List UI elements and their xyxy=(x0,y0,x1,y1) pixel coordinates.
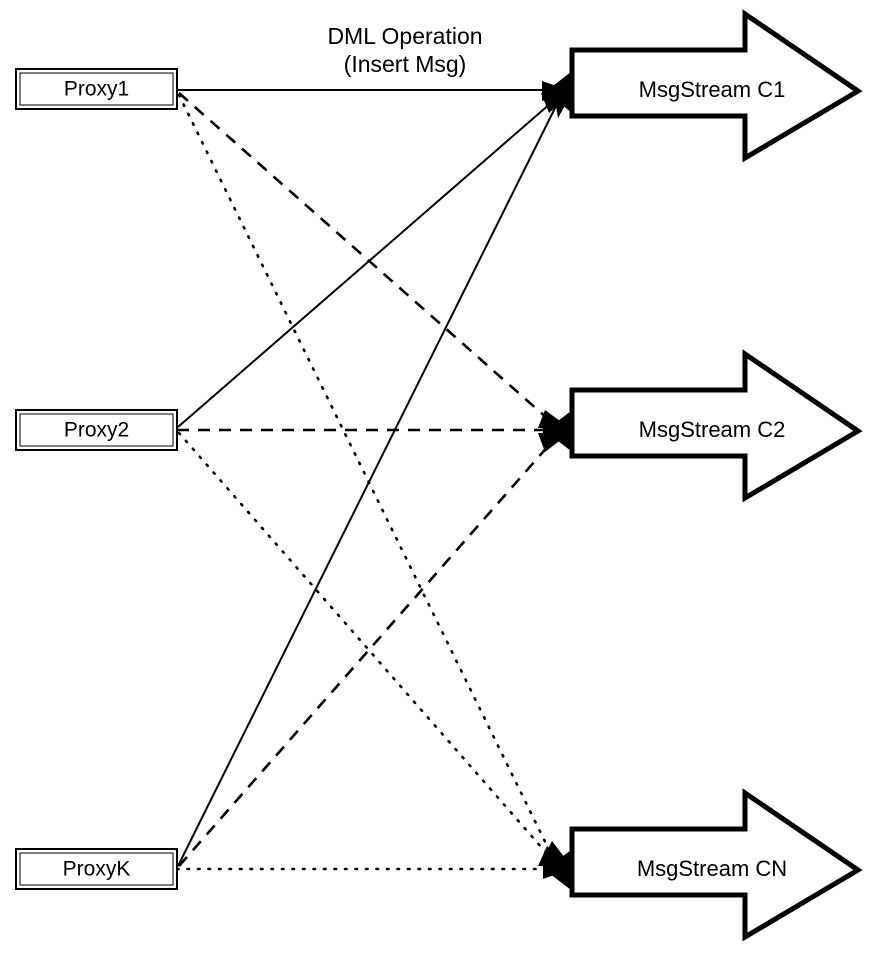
stream-c1-block-arrow-shape xyxy=(569,9,863,163)
msgstream-node-cn[interactable]: MsgStream CN xyxy=(569,788,863,942)
arrowheads-stream-c2 xyxy=(538,410,571,452)
msgstream-node-c2[interactable]: MsgStream C2 xyxy=(569,349,863,503)
proxy2-label: Proxy2 xyxy=(64,419,129,442)
edge-group-proxy2 xyxy=(177,95,560,866)
proxy1-label: Proxy1 xyxy=(64,78,129,101)
proxyk-box-inner xyxy=(19,852,174,886)
caption-dml-operation: DML Operation (Insert Msg) xyxy=(327,23,482,77)
arrowhead-core-cn xyxy=(545,850,571,890)
edge-proxy2-to-stream-c1 xyxy=(177,95,560,428)
edge-proxyk-to-stream-c1 xyxy=(177,97,561,867)
proxy2-box-inner xyxy=(19,413,174,447)
proxy1-box-outer xyxy=(15,68,178,110)
msgstream-node-c1[interactable]: MsgStream C1 xyxy=(569,9,863,163)
proxy-node-proxyk[interactable]: ProxyK xyxy=(15,848,178,890)
edge-group-proxyk xyxy=(175,97,561,871)
stream-c2-block-arrow-shape xyxy=(569,349,863,503)
stream-c2-label: MsgStream C2 xyxy=(639,417,786,442)
arrowhead-core-c1 xyxy=(545,72,571,112)
proxy-node-proxy1[interactable]: Proxy1 xyxy=(15,68,178,110)
caption-line-1: DML Operation xyxy=(327,23,482,49)
edge-proxyk-to-stream-c2 xyxy=(178,435,558,867)
proxyk-box-outer xyxy=(15,848,178,890)
proxyk-label: ProxyK xyxy=(63,858,131,881)
stream-cn-label: MsgStream CN xyxy=(637,856,787,881)
proxy1-box-inner xyxy=(19,72,174,106)
arrowheads-stream-c1 xyxy=(541,72,571,118)
caption-line-2: (Insert Msg) xyxy=(344,51,467,77)
arrowhead-core-c2 xyxy=(545,411,571,451)
stream-cn-block-arrow-shape xyxy=(569,788,863,942)
stream-c1-label: MsgStream C1 xyxy=(639,77,786,102)
edge-group-proxy1 xyxy=(177,89,560,864)
proxy2-box-outer xyxy=(15,409,178,451)
proxy-node-proxy2[interactable]: Proxy2 xyxy=(15,409,178,451)
edge-proxy1-to-stream-cn xyxy=(177,93,557,864)
edge-proxy2-to-stream-cn xyxy=(177,431,558,866)
arrowheads-stream-cn xyxy=(538,841,571,890)
